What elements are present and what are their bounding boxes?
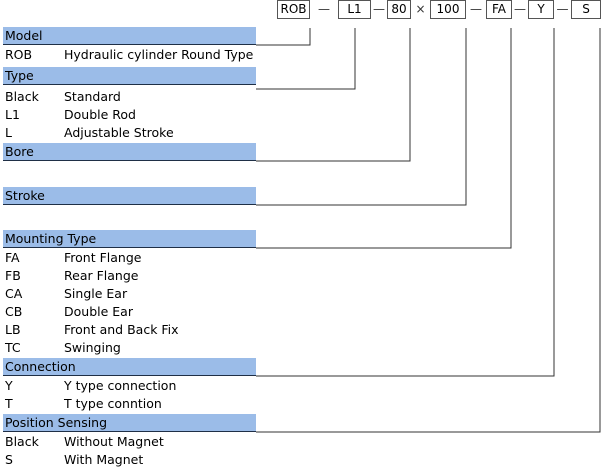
option-code: L1 — [5, 107, 20, 122]
option-code: CB — [5, 304, 23, 319]
connector-line-model — [256, 28, 311, 46]
option-code: CA — [5, 286, 23, 301]
section-header-connection: Connection — [3, 358, 256, 376]
code-box-mounting: FA — [486, 0, 512, 19]
code-box-bore: 80 — [387, 0, 411, 19]
option-desc: Front and Back Fix — [64, 322, 179, 337]
separator-dash: — — [514, 2, 526, 16]
section-header-bore: Bore — [3, 143, 256, 161]
connector-line-mounting — [256, 28, 512, 249]
option-desc: Adjustable Stroke — [64, 125, 174, 140]
option-code: S — [5, 452, 13, 467]
code-box-stroke: 100 — [430, 0, 466, 19]
option-desc: Single Ear — [64, 286, 128, 301]
option-code: Black — [5, 434, 39, 449]
connector-line-stroke — [256, 28, 467, 206]
code-box-model: ROB — [277, 0, 310, 19]
section-header-mounting-type: Mounting Type — [3, 230, 256, 248]
option-desc: Without Magnet — [64, 434, 164, 449]
option-code: Black — [5, 89, 39, 104]
option-desc: Rear Flange — [64, 268, 139, 283]
section-header-position-sensing: Position Sensing — [3, 414, 256, 432]
separator-times: × — [415, 2, 426, 16]
section-header-model: Model — [3, 27, 256, 45]
option-code: L — [5, 125, 12, 140]
section-header-stroke: Stroke — [3, 187, 256, 205]
separator-dash: — — [373, 2, 385, 16]
option-code: FA — [5, 250, 20, 265]
separator-dash: — — [470, 2, 482, 16]
option-code: FB — [5, 268, 21, 283]
option-code: ROB — [5, 47, 33, 62]
option-desc: Front Flange — [64, 250, 142, 265]
code-box-connection: Y — [528, 0, 554, 19]
option-desc: Double Rod — [64, 107, 136, 122]
code-box-type: L1 — [338, 0, 371, 19]
option-desc: T type conntion — [64, 396, 162, 411]
connector-line-type — [256, 28, 356, 90]
option-desc: Y type connection — [64, 378, 177, 393]
section-header-type: Type — [3, 67, 256, 85]
option-code: T — [5, 396, 13, 411]
connector-line-bore — [256, 28, 411, 162]
option-desc: With Magnet — [64, 452, 144, 467]
connector-line-sensing — [256, 28, 601, 433]
option-code: TC — [5, 340, 21, 355]
option-desc: Hydraulic cylinder Round Type — [64, 47, 254, 62]
option-desc: Double Ear — [64, 304, 133, 319]
option-code: Y — [5, 378, 13, 393]
separator-dash: — — [318, 2, 330, 16]
option-desc: Standard — [64, 89, 121, 104]
code-box-sensing: S — [571, 0, 601, 19]
option-code: LB — [5, 322, 21, 337]
separator-dash: — — [556, 2, 569, 16]
connector-line-connection — [256, 28, 555, 377]
option-desc: Swinging — [64, 340, 121, 355]
